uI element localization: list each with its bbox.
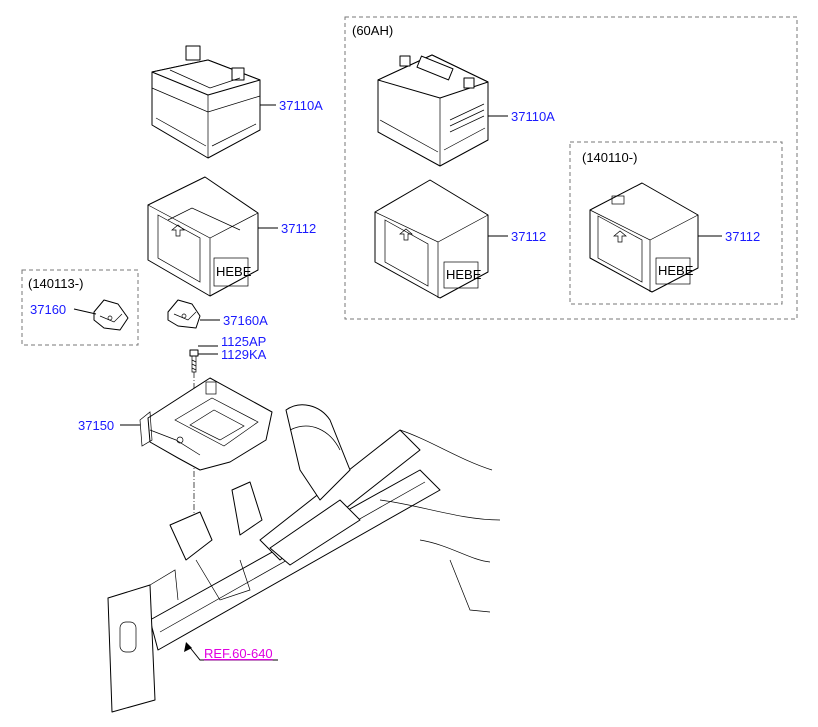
battery-main <box>151 45 261 159</box>
bolt <box>189 349 199 373</box>
label-tray-140110: 37112 <box>725 229 760 244</box>
tray-main: НЕВЕ <box>147 176 259 297</box>
battery-60ah <box>377 54 489 167</box>
label-tray-60ah: 37112 <box>511 229 546 244</box>
svg-text:НЕВЕ: НЕВЕ <box>658 263 694 278</box>
label-tray-main: 37112 <box>281 221 316 236</box>
clamp-140113 <box>93 299 129 331</box>
clamp-main <box>167 299 201 329</box>
label-reference[interactable]: REF.60-640 <box>204 646 273 661</box>
group-label-140113: (140113-) <box>28 276 83 291</box>
tray-60ah: НЕВЕ <box>374 179 489 299</box>
label-bracket: 37150 <box>78 418 114 433</box>
bracket-37150 <box>139 377 273 471</box>
group-box-140110 <box>569 141 783 305</box>
label-clamp-main: 37160A <box>223 313 268 328</box>
label-bolt-a: 1125AP <box>221 334 266 349</box>
tray-140110: НЕВЕ <box>589 182 699 293</box>
label-battery-60ah: 37110A <box>511 109 555 124</box>
vehicle-frame-outline <box>107 404 501 713</box>
group-label-60ah: (60AH) <box>352 23 393 38</box>
group-label-140110: (140110-) <box>582 150 637 165</box>
label-bolt-b: 1129KA <box>221 347 267 362</box>
svg-text:НЕВЕ: НЕВЕ <box>446 267 482 282</box>
svg-text:НЕВЕ: НЕВЕ <box>216 264 252 279</box>
group-box-60ah <box>344 16 798 320</box>
label-battery-main: 37110A <box>279 98 323 113</box>
group-box-140113 <box>21 269 139 346</box>
label-clamp-140113: 37160 <box>30 302 66 317</box>
